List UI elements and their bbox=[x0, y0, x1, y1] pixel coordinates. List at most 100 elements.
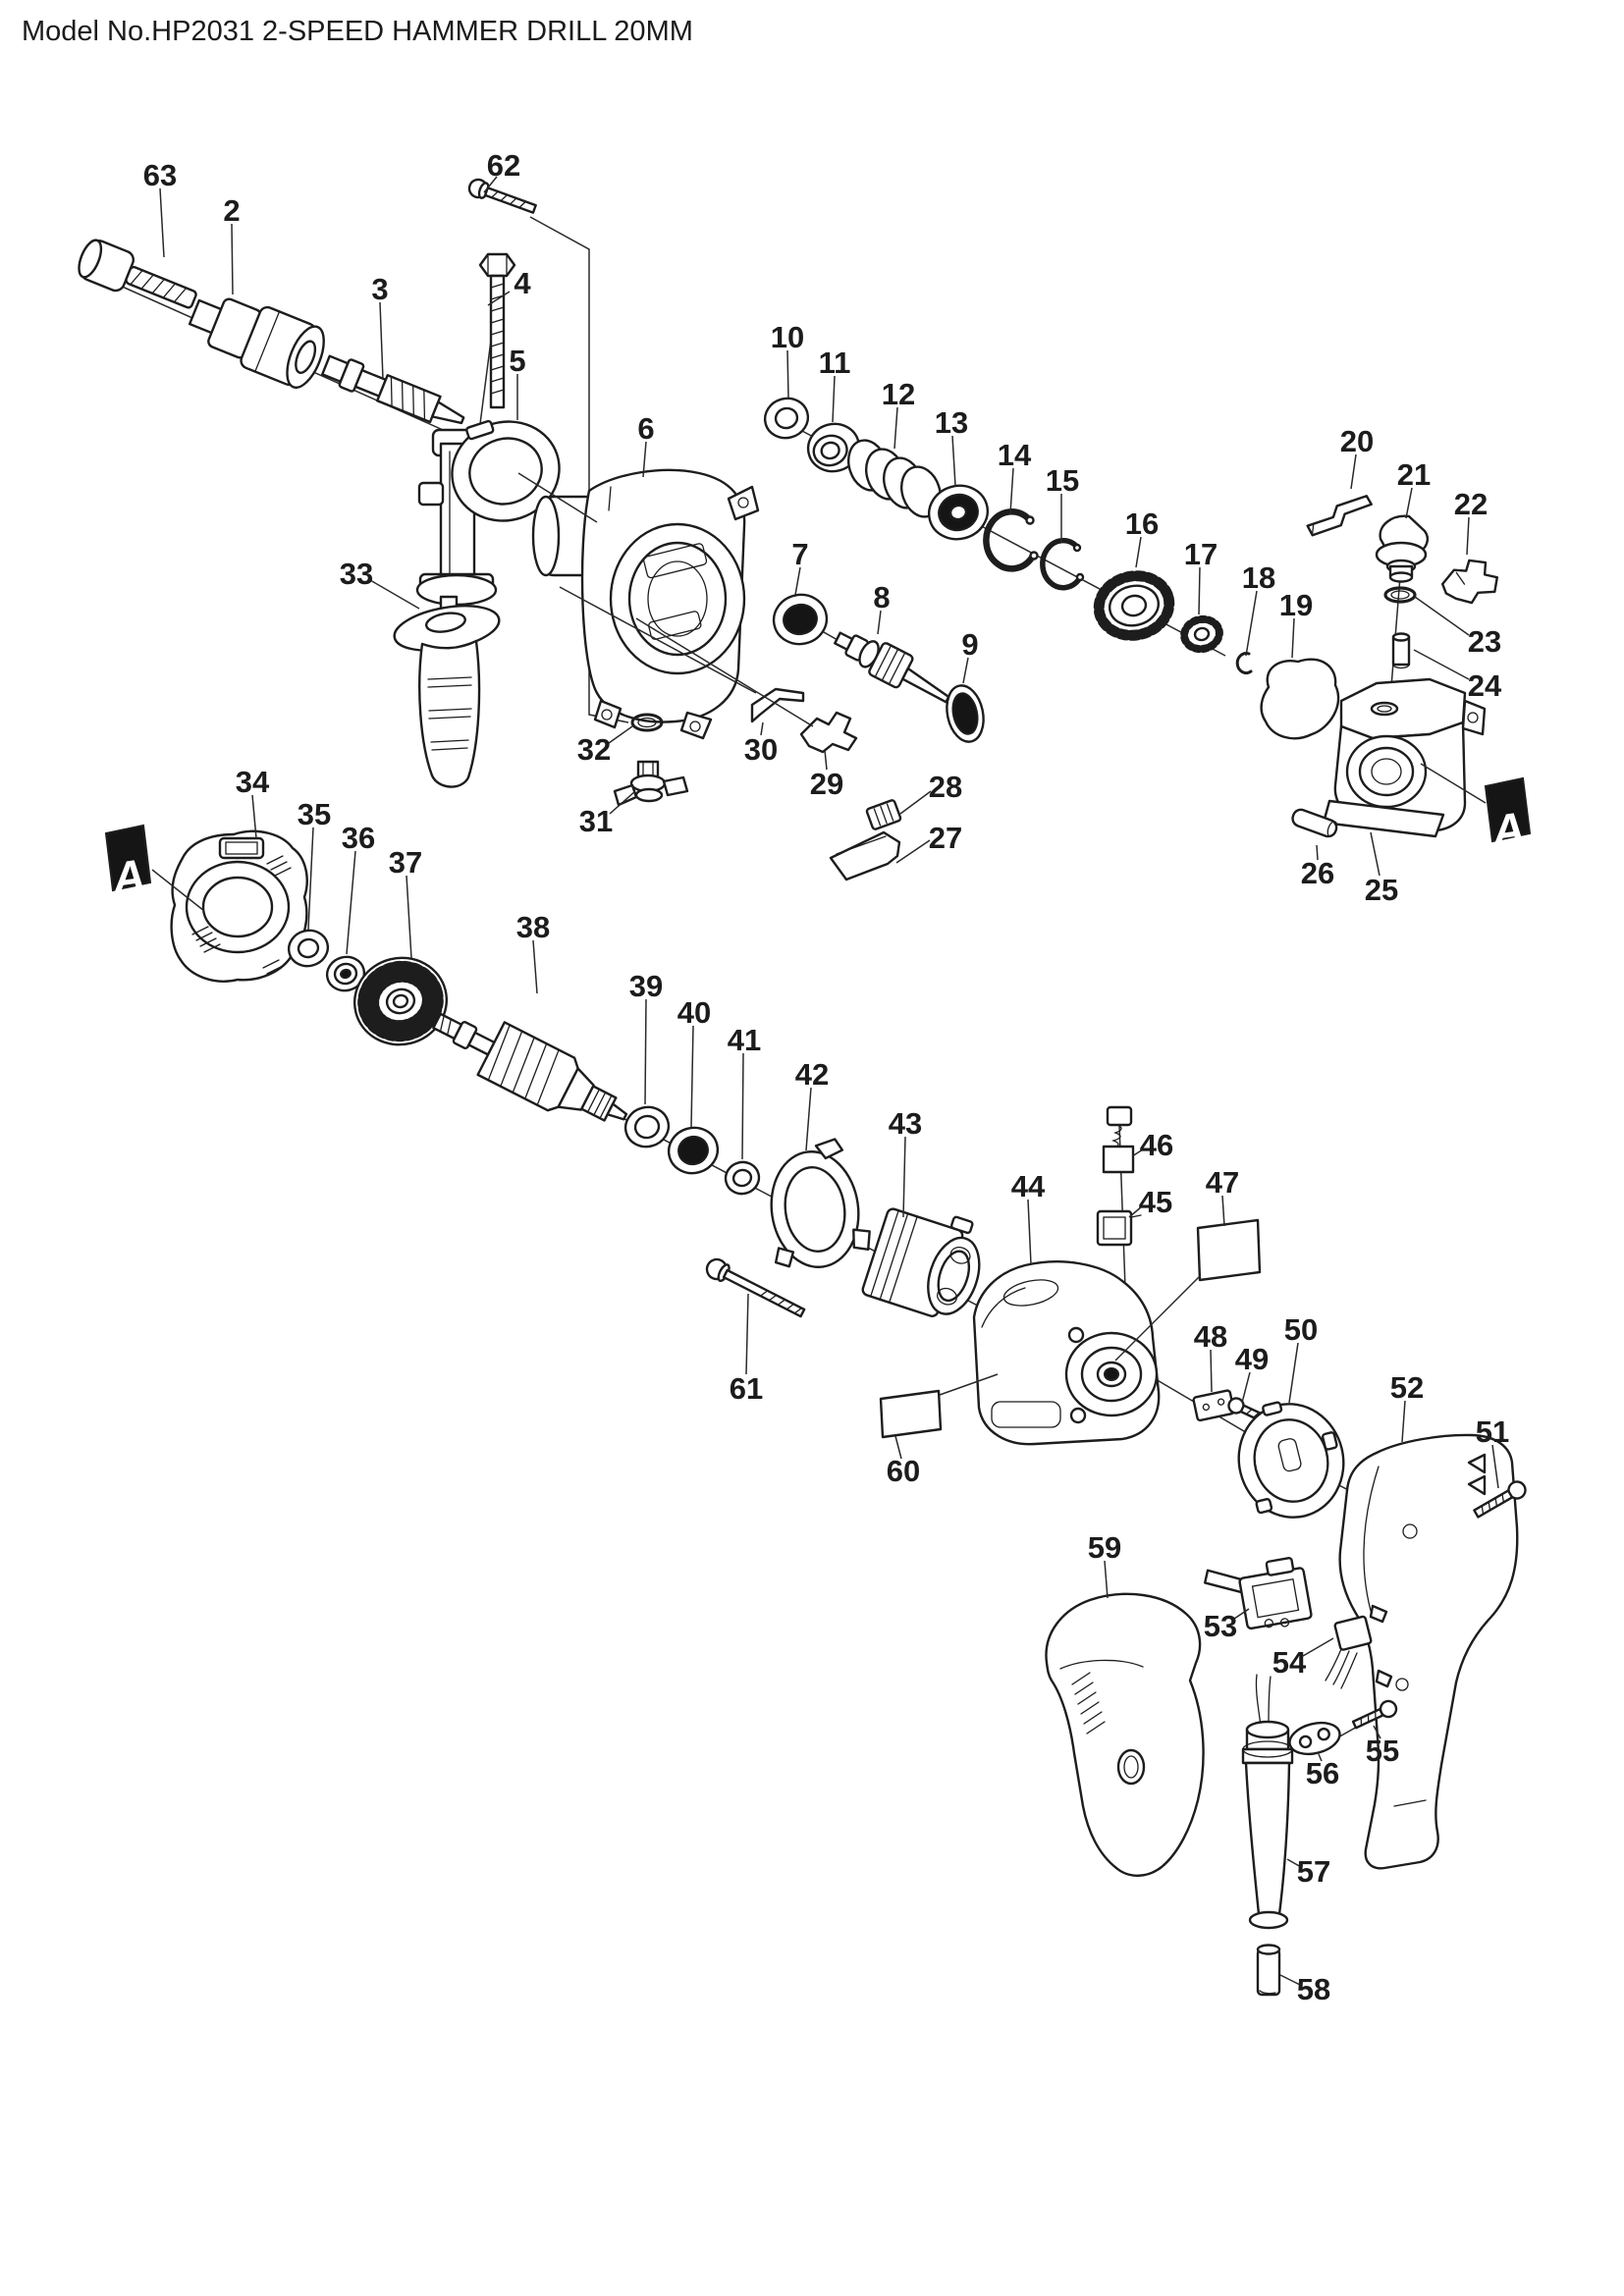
part-35-washer bbox=[287, 929, 330, 968]
part-label-20: 20 bbox=[1340, 424, 1374, 458]
part-36-bearing bbox=[325, 955, 366, 992]
section-marker-letter-0: A bbox=[108, 849, 148, 904]
assembly-axis-lines bbox=[117, 216, 1402, 1744]
leader-line bbox=[1318, 1753, 1323, 1762]
leader-line bbox=[1401, 1400, 1406, 1443]
part-63-bolt bbox=[78, 239, 197, 309]
section-marker-a-left bbox=[104, 824, 152, 892]
leader-line bbox=[1245, 590, 1258, 657]
leader-line bbox=[824, 749, 828, 771]
leader-line bbox=[251, 794, 257, 839]
part-label-52: 52 bbox=[1390, 1370, 1424, 1405]
leader-line bbox=[559, 586, 757, 694]
leader-line bbox=[1233, 1608, 1250, 1620]
leader-line bbox=[644, 998, 647, 1105]
part-label-2: 2 bbox=[223, 193, 240, 228]
part-15-retaining-ring bbox=[1040, 537, 1085, 591]
leader-line bbox=[369, 579, 420, 610]
leader-line bbox=[159, 187, 165, 258]
leader-line bbox=[1221, 1195, 1225, 1227]
part-46-carbon-brush bbox=[1102, 1105, 1135, 1174]
part-2-chuck bbox=[188, 297, 325, 390]
part-61-screw bbox=[705, 1257, 806, 1318]
leader-line bbox=[1128, 1205, 1143, 1218]
leader-line bbox=[1302, 1637, 1334, 1657]
section-marker-letter-1: A bbox=[1488, 802, 1528, 857]
part-label-11: 11 bbox=[819, 346, 851, 380]
section-marker-a-right bbox=[1484, 776, 1532, 843]
part-48-terminal-block bbox=[1192, 1389, 1235, 1422]
leader-line bbox=[794, 566, 801, 596]
part-42-baffle-plate bbox=[770, 1138, 871, 1268]
leader-line bbox=[1405, 487, 1413, 519]
part-label-42: 42 bbox=[795, 1057, 829, 1092]
part-label-45: 45 bbox=[1139, 1185, 1172, 1219]
part-label-18: 18 bbox=[1242, 561, 1275, 595]
part-22-lock-bracket bbox=[1440, 559, 1499, 605]
part-5-clamp-band bbox=[415, 419, 561, 607]
part-10-washer bbox=[763, 397, 810, 440]
part-label-6: 6 bbox=[637, 411, 654, 446]
leader-line bbox=[832, 375, 836, 423]
leader-line bbox=[1288, 1342, 1299, 1404]
leader-line bbox=[517, 472, 598, 523]
part-label-47: 47 bbox=[1206, 1165, 1239, 1200]
leader-line bbox=[151, 869, 205, 912]
leader-line bbox=[1370, 831, 1380, 877]
part-label-31: 31 bbox=[579, 804, 613, 838]
part-17-cam-washer bbox=[1180, 614, 1223, 654]
part-label-13: 13 bbox=[935, 405, 968, 440]
part-59-handle-cover bbox=[1045, 1592, 1205, 1877]
part-39-bearing bbox=[623, 1105, 671, 1148]
part-label-54: 54 bbox=[1272, 1645, 1307, 1680]
leader-line bbox=[1114, 1275, 1201, 1362]
part-label-14: 14 bbox=[998, 438, 1032, 472]
leader-line bbox=[1210, 1349, 1213, 1393]
part-label-30: 30 bbox=[744, 732, 778, 767]
part-label-10: 10 bbox=[771, 320, 804, 354]
part-56-cord-clamp bbox=[1288, 1721, 1341, 1756]
part-label-33: 33 bbox=[340, 557, 373, 591]
leader-line bbox=[1131, 1148, 1144, 1157]
leader-line bbox=[893, 406, 898, 450]
part-52-handle bbox=[1338, 1433, 1519, 1870]
page-title: Model No.HP2031 2-SPEED HAMMER DRILL 20M… bbox=[22, 16, 693, 47]
leader-line bbox=[487, 291, 511, 306]
part-label-56: 56 bbox=[1306, 1756, 1339, 1790]
part-51-screw bbox=[1473, 1480, 1527, 1519]
part-label-57: 57 bbox=[1297, 1854, 1330, 1889]
part-54-connector bbox=[1325, 1615, 1373, 1689]
leader-line bbox=[1466, 516, 1470, 556]
part-41-insulation-washer bbox=[724, 1160, 761, 1196]
part-label-9: 9 bbox=[961, 627, 978, 662]
part-7-bearing bbox=[772, 593, 829, 646]
leader-line bbox=[642, 441, 647, 478]
part-label-25: 25 bbox=[1365, 873, 1398, 907]
leader-line bbox=[902, 1136, 906, 1218]
part-label-39: 39 bbox=[629, 969, 663, 1003]
part-label-34: 34 bbox=[236, 765, 270, 799]
part-label-61: 61 bbox=[730, 1371, 763, 1406]
part-33-side-grip bbox=[393, 595, 501, 788]
part-label-23: 23 bbox=[1468, 624, 1501, 659]
leader-line bbox=[1316, 844, 1319, 861]
part-18-clip bbox=[1235, 652, 1253, 674]
part-50-rear-cover bbox=[1237, 1401, 1345, 1519]
part-62-screw bbox=[467, 178, 537, 214]
part-label-22: 22 bbox=[1454, 487, 1488, 521]
part-45-brush-holder bbox=[1096, 1209, 1142, 1247]
part-29-clamp-plate bbox=[799, 711, 858, 754]
part-label-55: 55 bbox=[1366, 1734, 1399, 1768]
leader-line bbox=[1286, 1858, 1302, 1868]
part-label-38: 38 bbox=[516, 910, 550, 944]
section-marker-letters: AA bbox=[108, 802, 1528, 904]
part-label-51: 51 bbox=[1476, 1415, 1509, 1449]
part-32-o-ring bbox=[630, 713, 664, 732]
part-label-48: 48 bbox=[1194, 1319, 1227, 1354]
part-label-12: 12 bbox=[882, 377, 915, 411]
leader-line bbox=[532, 939, 538, 994]
part-label-32: 32 bbox=[577, 732, 611, 767]
part-23-o-ring bbox=[1383, 586, 1417, 604]
part-label-27: 27 bbox=[929, 821, 962, 855]
